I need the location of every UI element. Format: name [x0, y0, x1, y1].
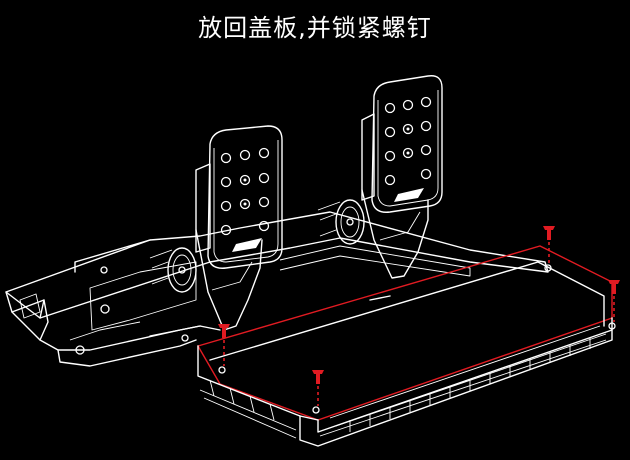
instruction-title: 放回盖板,并锁紧螺钉 [198, 14, 432, 42]
base-frame [5, 211, 549, 367]
right-pedal [317, 75, 443, 279]
screw-1 [218, 324, 230, 366]
screw-3 [543, 226, 555, 264]
screw-4 [608, 280, 620, 322]
screw-2 [312, 370, 324, 406]
left-pedal [149, 125, 283, 331]
brand-logo-mark [394, 188, 424, 202]
cover-plate [196, 245, 616, 447]
brand-logo-mark [232, 238, 262, 252]
